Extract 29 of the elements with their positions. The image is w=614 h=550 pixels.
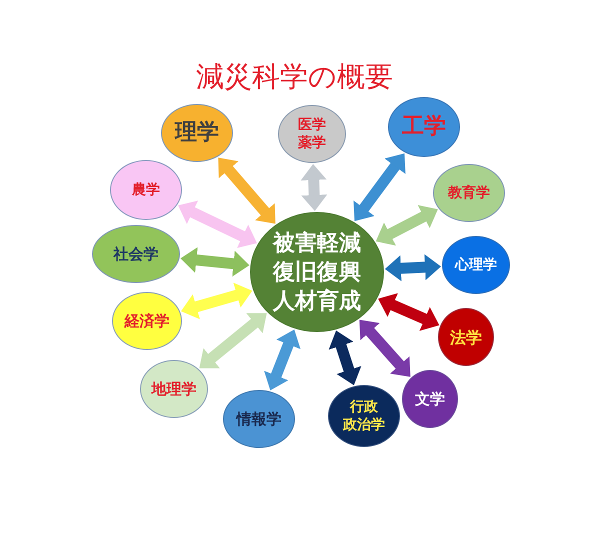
ellipse-label: 教育学 [448, 184, 490, 202]
double-arrow [180, 247, 250, 277]
ellipse-label: 理学 [175, 120, 219, 146]
ellipse-label: 復旧復興 [273, 258, 361, 286]
ellipse-label: 薬学 [298, 134, 326, 152]
double-arrow [176, 200, 260, 248]
ellipse-label: 情報学 [236, 410, 282, 428]
ellipse-label: 地理学 [152, 380, 196, 398]
double-arrow [300, 164, 328, 212]
ellipse-label: 被害軽減 [273, 230, 361, 258]
center-ellipse [250, 212, 384, 332]
ellipse-label: 工学 [402, 114, 446, 140]
double-arrow [376, 293, 442, 331]
ellipse-label: 行政 [350, 398, 378, 416]
ellipse-label: 人材育成 [273, 288, 361, 316]
ellipse-label: 文学 [415, 390, 445, 408]
ellipse-label: 経済学 [124, 312, 170, 330]
double-arrow [264, 327, 301, 392]
double-arrow [179, 282, 254, 320]
ellipse-label: 法学 [450, 328, 482, 346]
double-arrow [384, 254, 442, 282]
ellipse-label: 政治学 [343, 416, 385, 434]
ellipse-label: 医学 [298, 116, 326, 134]
double-arrow [328, 328, 362, 387]
double-arrow [373, 204, 440, 246]
ellipse-label: 社会学 [114, 245, 158, 263]
ellipse-label: 心理学 [455, 256, 497, 274]
ellipse-label: 農学 [132, 182, 160, 198]
diagram-title: 減災科学の概要 [196, 60, 393, 94]
